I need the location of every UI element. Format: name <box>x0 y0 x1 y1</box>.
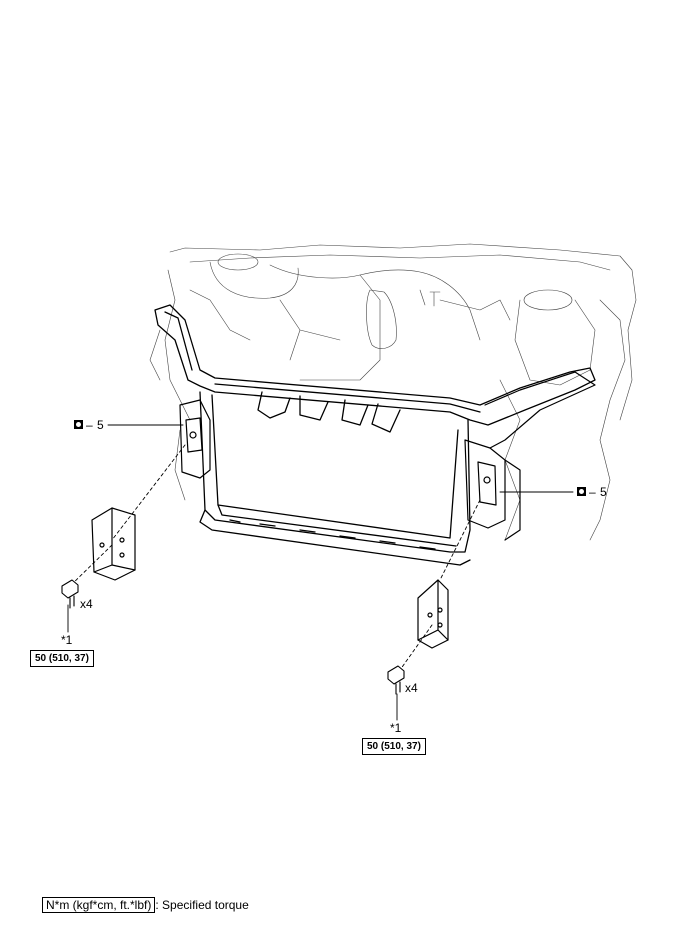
alignment-lines <box>67 444 481 671</box>
torque-legend: N*m (kgf*cm, ft.*lbf): Specified torque <box>42 897 249 913</box>
engine-compartment-background <box>149 243 637 541</box>
legend-separator: : <box>155 898 159 912</box>
right-side-bracket <box>464 439 521 541</box>
left-bolt-ref: *1 <box>61 633 73 647</box>
left-lower-bracket <box>91 507 136 581</box>
callout-5-right-number: 5 <box>600 485 607 499</box>
callout-5-left-dash: – <box>86 418 93 432</box>
left-bolt-quantity: x4 <box>80 597 93 611</box>
right-bolt-quantity: x4 <box>405 681 418 695</box>
left-side-bracket <box>179 399 211 479</box>
left-bolt-icon <box>61 579 79 609</box>
left-torque-value: 50 (510, 37) <box>30 650 94 667</box>
callout-5-left-number: 5 <box>97 418 104 432</box>
callout-5-right-dash: – <box>589 485 596 499</box>
legend-unit-box: N*m (kgf*cm, ft.*lbf) <box>42 897 156 913</box>
legend-description: Specified torque <box>162 898 249 912</box>
new-part-square-icon <box>74 420 83 429</box>
right-torque-value: 50 (510, 37) <box>362 738 426 755</box>
right-bolt-ref: *1 <box>390 721 402 735</box>
right-bolt-icon <box>387 665 405 695</box>
radiator-frame <box>199 391 471 566</box>
new-part-square-icon <box>577 487 586 496</box>
right-lower-bracket <box>417 579 449 649</box>
upper-cross-member <box>154 304 596 433</box>
